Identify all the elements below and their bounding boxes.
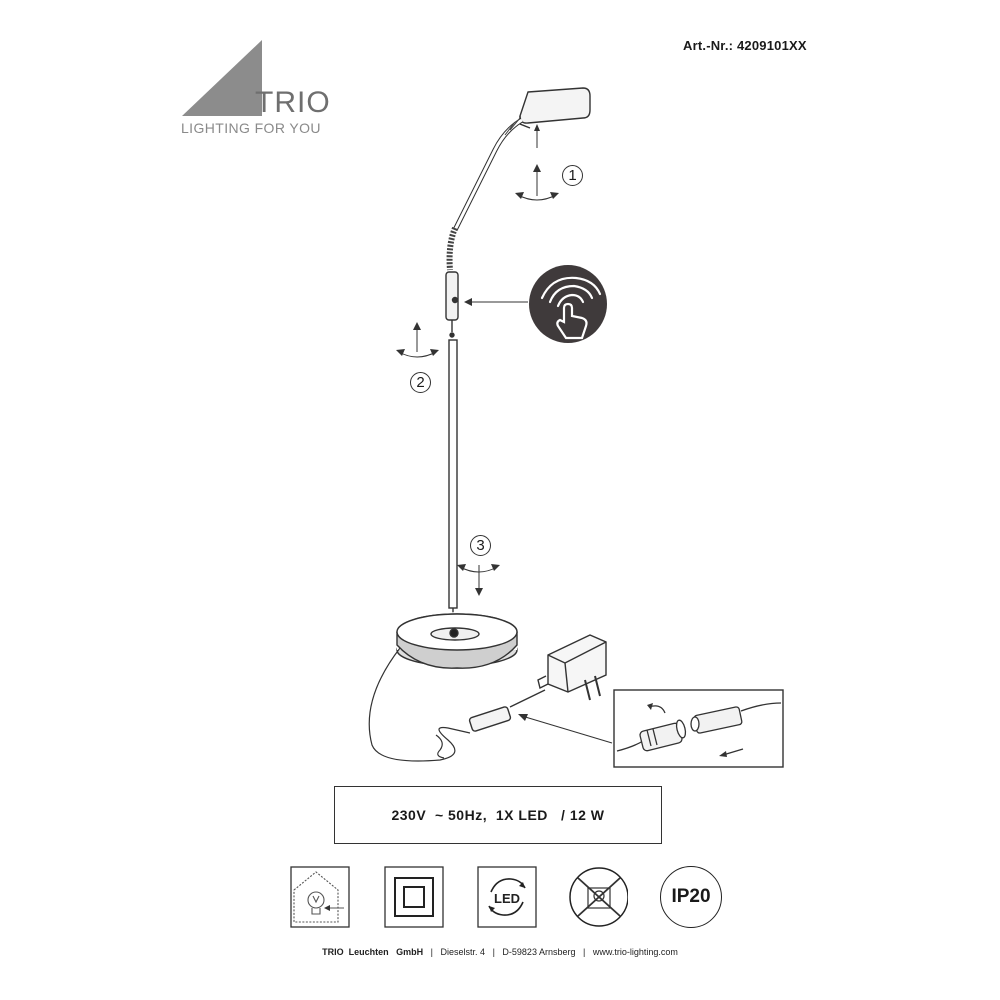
floor-lamp-illustration [368, 87, 613, 762]
step-number-2: 2 [410, 372, 431, 393]
step-number-3: 3 [470, 535, 491, 556]
ip-rating-symbol: IP20 [660, 866, 722, 928]
logo-wordmark: TRIO [255, 86, 331, 119]
article-number: Art.-Nr.: 4209101XX [683, 38, 807, 53]
footer-separator: | [492, 947, 495, 957]
footer-company: TRIO Leuchten GmbH [322, 947, 424, 957]
bulb-replacement-symbol-icon [290, 866, 350, 928]
no-standard-bulb-symbol-icon [569, 867, 628, 927]
touch-dimmer-icon [529, 265, 607, 343]
footer-street: Dieselstr. 4 [440, 947, 486, 957]
svg-text:LED: LED [494, 891, 520, 906]
electrical-spec-box: 230V ~ 50Hz, 1X LED / 12 W [334, 786, 662, 844]
protection-class-2-symbol-icon [384, 866, 444, 928]
led-not-replaceable-symbol-icon: LED [477, 866, 537, 928]
electrical-spec-text: 230V ~ 50Hz, 1X LED / 12 W [391, 807, 605, 823]
logo-tagline: LIGHTING FOR YOU [181, 120, 321, 136]
footer-separator: | [582, 947, 586, 957]
company-footer: TRIO Leuchten GmbH | Dieselstr. 4 | D-59… [0, 947, 1000, 957]
footer-city: D-59823 Arnsberg [502, 947, 576, 957]
footer-website[interactable]: www.trio-lighting.com [592, 947, 678, 957]
connector-detail-box [613, 689, 784, 768]
trio-logo-triangle-icon [182, 40, 262, 116]
step-number-1: 1 [562, 165, 583, 186]
footer-separator: | [430, 947, 433, 957]
